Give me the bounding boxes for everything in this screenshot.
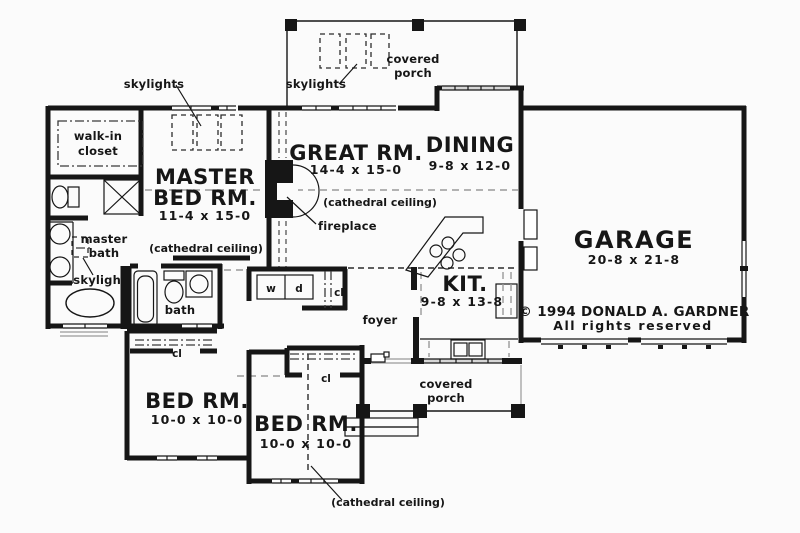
bath-label: bath (165, 303, 195, 317)
hall-bath-fixtures (133, 270, 213, 328)
kitchen-fixtures (405, 216, 518, 360)
sink (49, 223, 71, 245)
cooktop-burner (452, 248, 466, 262)
garage-entry-door (523, 209, 538, 240)
copyright-line1: © 1994 DONALD A. GARDNER (518, 304, 749, 320)
washer-label: w (266, 283, 276, 295)
porch-post (514, 19, 526, 31)
ceiling-dashed-lines (145, 112, 518, 470)
doors (370, 209, 538, 364)
leader-lines (82, 63, 358, 501)
fireplace-structure (265, 160, 320, 218)
garage-step (523, 246, 538, 271)
copyright-line2: All rights reserved (553, 318, 712, 333)
dining-dims: 9-8 x 12-0 (429, 158, 512, 173)
cooktop-burner (429, 244, 443, 258)
walk-in-closet-label-line2: closet (78, 144, 118, 158)
bedroom-center-dims: 10-0 x 10-0 (260, 436, 353, 451)
porch-post (413, 404, 427, 418)
entry-steps (344, 426, 419, 437)
toilet (164, 280, 184, 304)
bathtub (133, 270, 158, 328)
foyer-label: foyer (363, 313, 398, 327)
kitchen-dims: 9-8 x 13-8 (421, 294, 504, 309)
closet-hall-label: cl (334, 287, 344, 299)
garage-doors (541, 338, 727, 349)
walk-in-closet-outline (57, 120, 144, 167)
closet-lines (57, 120, 358, 360)
garage-window-mullion (740, 266, 748, 271)
master-bath-label-line2: bath (89, 246, 119, 260)
great-room-label: GREAT RM. (289, 141, 423, 165)
washer-dryer (256, 274, 314, 300)
porch-bottom-label-line1: covered (419, 377, 472, 391)
porch-post (511, 404, 525, 418)
kitchen-label: KIT. (442, 272, 487, 296)
porch-post (285, 19, 297, 31)
bedroom-center-ceiling: (cathedral ceiling) (331, 496, 445, 509)
toilet (51, 185, 69, 209)
sink (189, 274, 209, 294)
skylights-bedroom-label: skylights (124, 77, 184, 91)
great-room-dims: 14-4 x 15-0 (310, 162, 403, 177)
garage-dims: 20-8 x 21-8 (588, 252, 681, 267)
sink (49, 256, 71, 278)
master-bed-label-line2: BED RM. (153, 186, 257, 210)
skylight-bath-label: skylight (73, 273, 127, 287)
closet-bed-center-label: cl (321, 373, 331, 385)
fireplace-label: fireplace (318, 219, 377, 233)
kitchen-sink (450, 339, 486, 360)
dining-label: DINING (426, 133, 514, 157)
shower (103, 179, 141, 215)
skylights-porch-label: skylights (286, 77, 346, 91)
dryer-label: d (295, 283, 303, 295)
master-bed-label-line1: MASTER (155, 165, 255, 189)
master-bed-dims: 11-4 x 15-0 (159, 208, 252, 223)
covered-porch-top-outline (285, 19, 526, 107)
master-bath-label-line1: master (81, 232, 128, 246)
porch-bottom-label-line2: porch (427, 391, 465, 405)
master-bed-ceiling: (cathedral ceiling) (149, 242, 263, 255)
bedroom-left-label: BED RM. (145, 389, 249, 413)
porch-top-label-line1: covered (386, 52, 439, 66)
garden-tub (65, 288, 115, 318)
porch-top-label-line2: porch (394, 66, 432, 80)
master-bath-fixtures (48, 179, 141, 318)
kitchen-peninsula (405, 216, 484, 278)
labels: skylights skylights covered porch walk-i… (73, 52, 749, 509)
bedroom-left-dims: 10-0 x 10-0 (151, 412, 244, 427)
cooktop-burner (441, 236, 455, 250)
walk-in-closet-label-line1: walk-in (74, 129, 122, 143)
great-room-ceiling: (cathedral ceiling) (323, 196, 437, 209)
porch-post (412, 19, 424, 31)
side-stoop (60, 331, 108, 337)
garage-label: GARAGE (574, 226, 694, 254)
cooktop-burner (440, 256, 454, 270)
bedroom-center-label: BED RM. (254, 412, 358, 436)
skylight-boxes (71, 33, 390, 258)
refrigerator (495, 283, 518, 319)
windows (63, 85, 748, 484)
closet-bed-left-label: cl (172, 348, 182, 360)
front-door (370, 353, 386, 363)
